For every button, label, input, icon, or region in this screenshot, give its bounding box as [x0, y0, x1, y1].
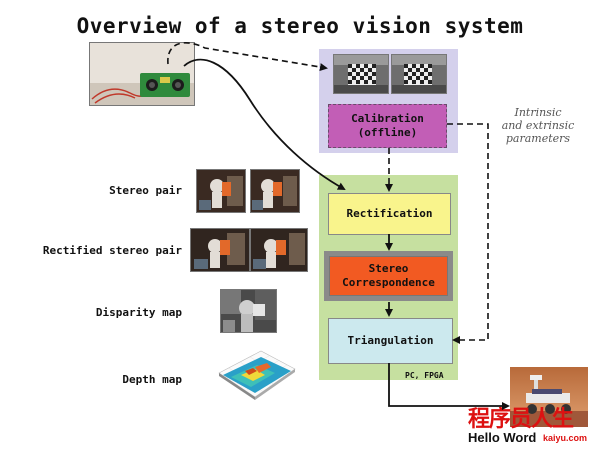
triangulation-box: Triangulation — [328, 318, 453, 364]
calibration-box: Calibration (offline) — [328, 104, 447, 148]
stereo-camera-photo — [89, 42, 195, 106]
depth-map-image — [205, 345, 297, 403]
arrow-parameters-to-triangulation — [447, 123, 489, 344]
correspondence-box: Stereo Correspondence — [329, 256, 448, 296]
calibration-image-right — [391, 54, 447, 94]
label-disparity-map: Disparity map — [95, 306, 182, 319]
calibration-image-left — [333, 54, 389, 94]
label-rectified-pair: Rectified stereo pair — [42, 244, 182, 257]
watermark-cn: 程序员人生 — [468, 407, 574, 432]
stereo-right-image — [250, 169, 300, 213]
parameters-note: Intrinsic and extrinsic parameters — [501, 106, 575, 145]
stereo-left-image — [196, 169, 246, 213]
arrow-camera-to-calibration — [167, 42, 328, 71]
label-depth-map: Depth map — [122, 373, 182, 386]
diagram-title: Overview of a stereo vision system — [76, 14, 524, 38]
rover-photo — [510, 367, 588, 427]
label-stereo-pair: Stereo pair — [109, 184, 182, 197]
watermark-url: kaiyu.com — [543, 433, 588, 443]
arrow-triangulation-to-rover — [388, 363, 510, 410]
arrow-camera-to-rectification — [183, 58, 346, 190]
rectified-right-image — [250, 228, 308, 272]
disparity-map-image — [220, 289, 277, 333]
platform-label: PC, FPGA — [405, 371, 444, 380]
rectified-left-image — [190, 228, 250, 272]
watermark-en: Hello Word — [468, 430, 537, 445]
rectification-box: Rectification — [328, 193, 451, 235]
